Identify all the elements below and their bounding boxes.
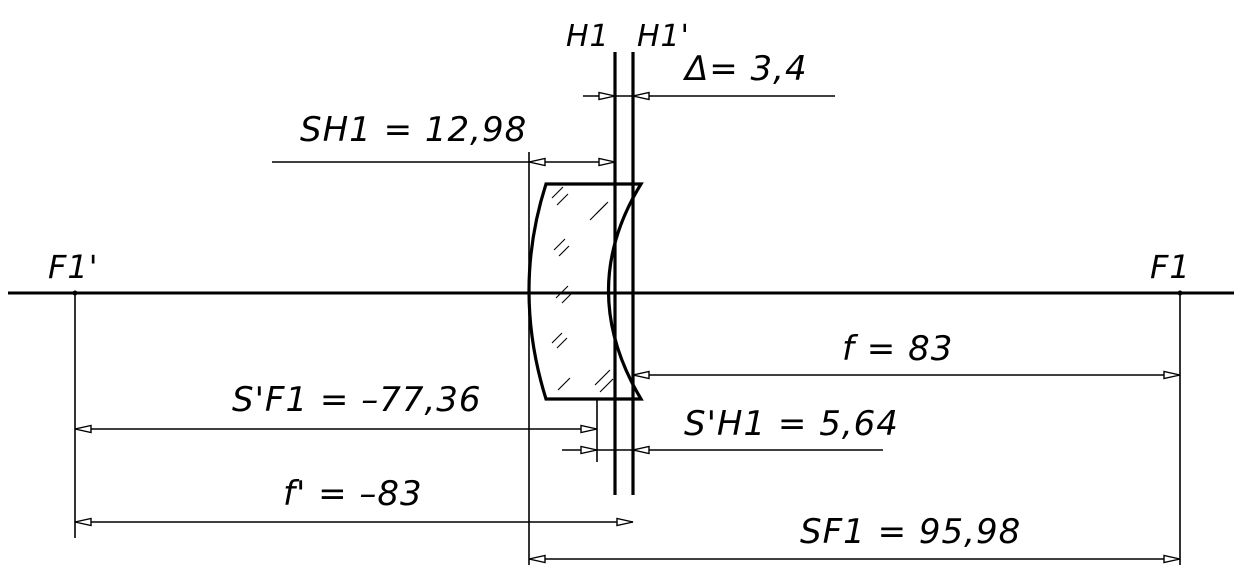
label-sf1: SF1 = 95,98 [800,512,1021,552]
label-f-prime: f' = –83 [283,474,423,514]
sf1-dimension [528,554,1181,564]
label-delta: Δ= 3,4 [682,49,808,89]
label-h1: H1 [566,19,610,54]
f-prime-dimension [74,517,634,527]
label-f: f = 83 [842,329,953,369]
label-f1-prime: F1' [48,248,99,286]
s-prime-f1-dimension [74,424,598,434]
label-f1: F1 [1150,248,1191,286]
label-s-prime-f1: S'F1 = –77,36 [232,380,482,420]
s-prime-h1-dimension [562,445,883,455]
f-dimension [632,370,1181,380]
label-h1-prime: H1' [637,19,690,54]
lens-hatching [551,186,614,393]
sh1-dimension [272,157,616,167]
label-s-prime-h1: S'H1 = 5,64 [684,404,899,444]
lens [527,182,644,401]
label-sh1: SH1 = 12,98 [300,110,527,150]
delta-dimension [583,91,835,101]
